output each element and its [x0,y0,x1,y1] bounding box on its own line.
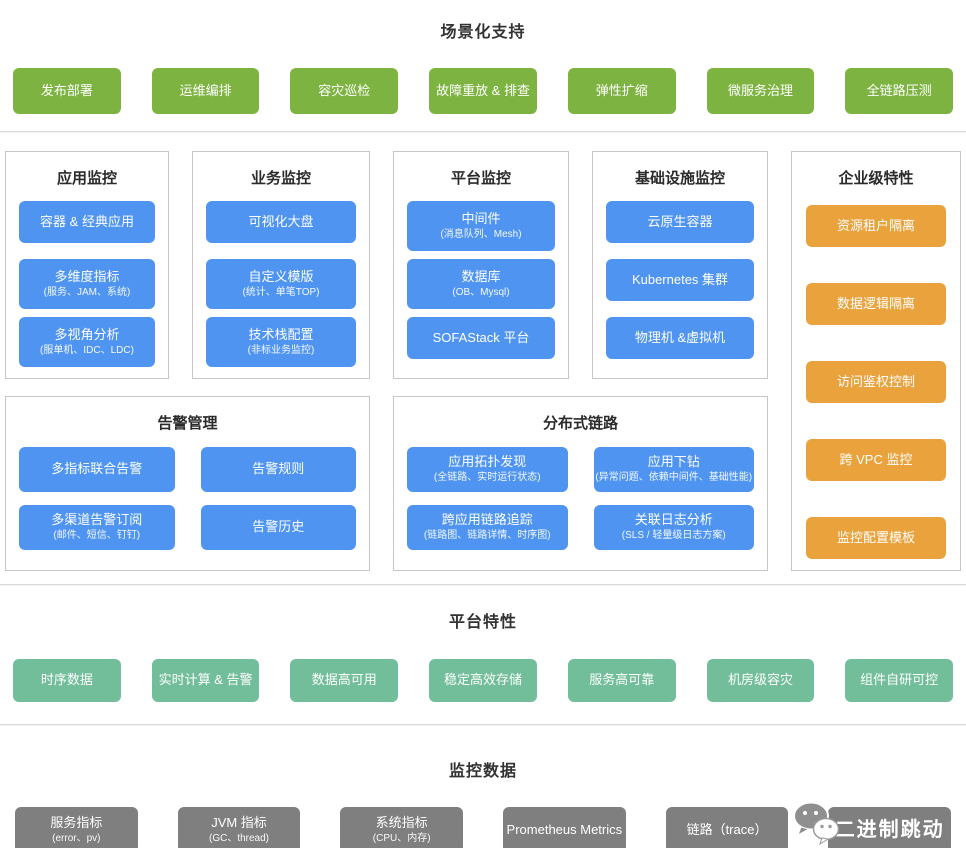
distributed-tracing-box: 分布式链路 应用拓扑发现 (全链路、实时运行状态) 应用下钻 (异常问题、依赖中… [393,396,768,571]
scenario-block: 发布部署 [13,68,121,114]
feature-block: Kubernetes 集群 [606,259,754,301]
feature-block: 应用拓扑发现 (全链路、实时运行状态) [407,447,568,492]
app-monitoring-box: 应用监控 容器 & 经典应用 多维度指标 (服务、JAM、系统) 多视角分析 (… [5,151,169,379]
scenario-support-row: 发布部署 运维编排 容灾巡检 故障重放 & 排查 弹性扩缩 微服务治理 全链路压… [0,68,966,114]
feature-block: 数据库 (OB、Mysql) [407,259,555,309]
monitoring-grid: 应用监控 容器 & 经典应用 多维度指标 (服务、JAM、系统) 多视角分析 (… [0,151,966,571]
enterprise-features-title: 企业级特性 [838,170,914,187]
platform-block: 稳定高效存储 [429,659,537,702]
monitoring-data-row: 服务指标 (error、pv) JVM 指标 (GC、thread) 系统指标 … [0,801,966,848]
feature-block: 跨应用链路追踪 (链路图、链路详情、时序图) [407,505,568,550]
watermark-text: 二进制跳动 [834,818,945,841]
monitoring-data-title: 监控数据 [448,763,517,780]
feature-block: 物理机 &虚拟机 [606,317,754,359]
feature-block: 告警规则 [200,447,356,492]
scenario-block: 容灾巡检 [290,68,399,114]
alert-management-box: 告警管理 多指标联合告警 告警规则 多渠道告警订阅 (邮件、短信、钉钉) 告警历… [5,396,370,571]
section-divider [0,584,966,586]
feature-block: 可视化大盘 [206,201,356,243]
feature-block: 多渠道告警订阅 (邮件、短信、钉钉) [19,505,175,550]
platform-block: 组件自研可控 [845,659,954,702]
platform-features-row: 时序数据 实时计算 & 告警 数据高可用 稳定高效存储 服务高可靠 机房级容灾 … [0,659,966,702]
scenario-block: 运维编排 [151,68,260,114]
enterprise-block: 访问鉴权控制 [806,361,946,403]
wechat-icon [793,801,840,846]
feature-block: 云原生容器 [606,201,754,243]
platform-features-title: 平台特性 [448,614,517,631]
feature-block: SOFAStack 平台 [407,317,555,359]
watermark-block: 二进制跳动 [793,801,952,848]
enterprise-features-box: 企业级特性 资源租户隔离 数据逻辑隔离 访问鉴权控制 跨 VPC 监控 监控配置… [791,151,961,571]
monitoring-data-section: 监控数据 服务指标 (error、pv) JVM 指标 (GC、thread) … [0,757,966,848]
enterprise-block: 跨 VPC 监控 [806,439,946,481]
scenario-support-title: 场景化支持 [440,24,526,41]
section-divider [0,131,966,133]
biz-monitoring-box: 业务监控 可视化大盘 自定义模版 (统计、单笔TOP) 技术栈配置 (非标业务监… [192,151,370,379]
platform-block: 机房级容灾 [706,659,815,702]
feature-block: 多维度指标 (服务、JAM、系统) [19,259,155,309]
data-block: 系统指标 (CPU、内存) [340,807,464,848]
data-block: Prometheus Metrics [503,807,626,848]
platform-block: 数据高可用 [290,659,399,702]
feature-block: 中间件 (消息队列、Mesh) [407,201,555,251]
feature-block: 告警历史 [200,505,356,550]
scenario-support-section: 场景化支持 发布部署 运维编排 容灾巡检 故障重放 & 排查 弹性扩缩 微服务治… [0,0,966,114]
alert-management-title: 告警管理 [157,415,218,432]
platform-monitoring-box: 平台监控 中间件 (消息队列、Mesh) 数据库 (OB、Mysql) SOFA… [393,151,569,379]
scenario-block: 故障重放 & 排查 [429,68,537,114]
feature-block: 多视角分析 (服单机、IDC、LDC) [19,317,155,367]
infra-monitoring-box: 基础设施监控 云原生容器 Kubernetes 集群 物理机 &虚拟机 [592,151,768,379]
feature-block: 应用下钻 (异常问题、依赖中间件、基础性能) [593,447,754,492]
enterprise-block: 资源租户隔离 [806,205,946,247]
scenario-block: 全链路压测 [845,68,954,114]
section-divider [0,724,966,726]
app-monitoring-title: 应用监控 [56,170,117,187]
feature-block: 技术栈配置 (非标业务监控) [206,317,356,367]
data-block: 服务指标 (error、pv) [15,807,138,848]
feature-block: 自定义模版 (统计、单笔TOP) [206,259,356,309]
platform-monitoring-title: 平台监控 [450,170,511,187]
scenario-block: 弹性扩缩 [567,68,676,114]
feature-block: 多指标联合告警 [19,447,175,492]
scenario-block: 微服务治理 [706,68,815,114]
biz-monitoring-title: 业务监控 [250,170,311,187]
platform-block: 服务高可靠 [567,659,676,702]
platform-block: 实时计算 & 告警 [151,659,260,702]
feature-block: 关联日志分析 (SLS / 轻量级日志方案) [593,505,754,550]
data-block: JVM 指标 (GC、thread) [177,807,301,848]
enterprise-block: 监控配置模板 [806,517,946,559]
data-block: 链路（trace） [665,807,789,848]
infra-monitoring-title: 基础设施监控 [634,170,725,187]
feature-block: 容器 & 经典应用 [19,201,155,243]
distributed-tracing-title: 分布式链路 [542,415,618,432]
enterprise-block: 数据逻辑隔离 [806,283,946,325]
platform-features-section: 平台特性 时序数据 实时计算 & 告警 数据高可用 稳定高效存储 服务高可靠 机… [0,608,966,702]
platform-block: 时序数据 [13,659,121,702]
